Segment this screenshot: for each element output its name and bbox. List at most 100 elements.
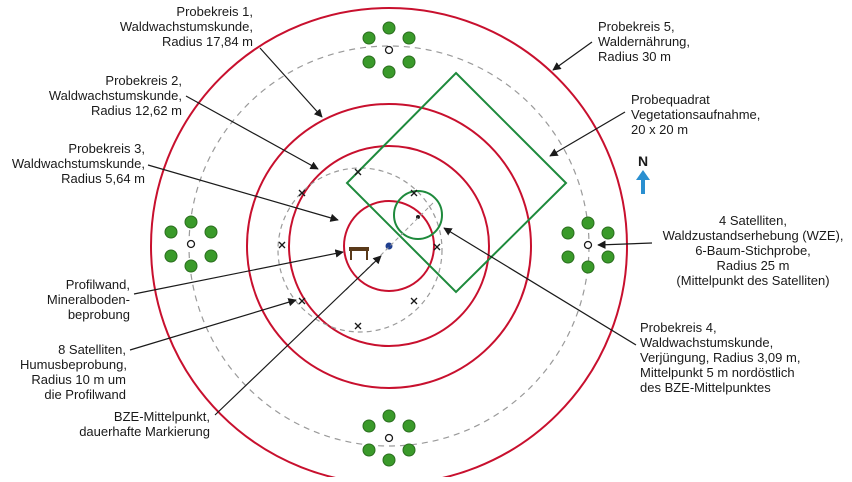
humus-satellite-x <box>354 322 362 330</box>
label-line: Probekreis 5, <box>598 19 675 34</box>
label-line: Waldwachstumskunde, <box>11 156 145 171</box>
leader-probequadrat <box>549 111 626 157</box>
tree-icon <box>362 31 376 45</box>
leader-lines <box>129 41 653 416</box>
humus-satellite-x <box>410 297 418 305</box>
leader-profilwand <box>133 249 344 295</box>
label-line: Radius 17,84 m <box>161 34 253 49</box>
humus-satellite-x <box>354 168 362 176</box>
label-line: Radius 25 m <box>716 258 790 273</box>
label-line: Profilwand, <box>65 277 130 292</box>
label-line: Verjüngung, Radius 3,09 m, <box>640 350 801 365</box>
label-line: 20 x 20 m <box>631 122 689 137</box>
label-line: dauerhafte Markierung <box>79 424 210 439</box>
tree-icon <box>204 249 218 263</box>
label-line: Probekreis 1, <box>176 4 253 19</box>
tree-icon <box>184 259 198 273</box>
humus-satellite-x <box>278 241 286 249</box>
label-line: Radius 5,64 m <box>61 171 145 186</box>
wze-satellite <box>164 215 218 273</box>
tree-icon <box>601 250 615 264</box>
label-line: 4 Satelliten, <box>719 213 787 228</box>
tree-icon <box>382 409 396 423</box>
humus-satellite-x <box>410 189 418 197</box>
leader-probekreis1 <box>259 47 323 118</box>
leader-satelliten4 <box>597 240 653 249</box>
tree-icon <box>164 249 178 263</box>
tree-icon <box>402 443 416 457</box>
humus-satellite-x <box>298 189 306 197</box>
label-line: 6-Baum-Stichprobe, <box>695 243 811 258</box>
tree-icon <box>561 250 575 264</box>
probequadrat-square <box>345 71 568 294</box>
label-probekreis-3: Probekreis 3,Waldwachstumskunde,Radius 5… <box>0 141 145 186</box>
label-humus-satelliten: 8 Satelliten,Humusbeprobung,Radius 10 m … <box>20 342 127 402</box>
label-line: Probequadrat <box>631 92 710 107</box>
label-line: Probekreis 2, <box>105 73 182 88</box>
tree-icon <box>164 225 178 239</box>
tree-icon <box>184 215 198 229</box>
wze-satellite <box>561 216 615 274</box>
north-arrow: N <box>636 153 650 194</box>
probekreis-3-circle <box>343 200 435 292</box>
wze-satellites <box>164 21 615 467</box>
label-line: beprobung <box>67 307 130 322</box>
label-line: BZE-Mittelpunkt, <box>113 409 210 424</box>
tree-icon <box>402 419 416 433</box>
north-label: N <box>638 153 648 169</box>
label-line: (Mittelpunkt des Satelliten) <box>676 273 830 288</box>
label-line: Waldernährung, <box>598 34 691 49</box>
label-line: Radius 30 m <box>598 49 671 64</box>
profilwand-symbol <box>349 247 369 260</box>
tree-icon <box>561 226 575 240</box>
bze-center-marker <box>385 242 393 250</box>
leader-probekreis5 <box>552 41 593 71</box>
label-probekreis-2: Probekreis 2,Waldwachstumskunde,Radius 1… <box>30 73 182 118</box>
tree-icon <box>204 225 218 239</box>
label-line: Mittelpunkt 5 m nordöstlich <box>640 365 795 380</box>
satellite-center <box>384 433 394 443</box>
label-line: Humusbeprobung, <box>20 357 127 372</box>
label-line: Waldzustandserhebung (WZE), <box>662 228 844 243</box>
tree-icon <box>402 55 416 69</box>
leader-bze <box>214 255 382 416</box>
label-probekreis-4: Probekreis 4,Waldwachstumskunde,Verjüngu… <box>640 320 800 395</box>
leader-probekreis4 <box>443 227 637 346</box>
tree-icon <box>382 21 396 35</box>
wze-satellite <box>362 409 416 467</box>
label-line: Mineralboden- <box>46 292 130 307</box>
probekreis-5-circle <box>150 7 628 482</box>
label-profilwand: Profilwand,Mineralboden-beprobung <box>20 277 130 322</box>
tree-icon <box>601 226 615 240</box>
tree-icon <box>382 65 396 79</box>
humus-satellite-markers <box>278 168 441 330</box>
label-wze-satelliten: 4 Satelliten,Waldzustandserhebung (WZE),… <box>655 213 851 288</box>
tree-icon <box>362 419 376 433</box>
tree-icon <box>362 443 376 457</box>
label-probekreis-1: Probekreis 1,Waldwachstumskunde,Radius 1… <box>95 4 253 49</box>
label-line: 8 Satelliten, <box>58 342 126 357</box>
tree-icon <box>382 453 396 467</box>
probekreis-2-circle <box>288 145 490 347</box>
probekreis-4-center <box>416 215 420 219</box>
label-line: Probekreis 3, <box>68 141 145 156</box>
humus-satellite-x <box>433 243 441 251</box>
satellite-center <box>384 45 394 55</box>
wze-satellite <box>362 21 416 79</box>
probekreis-4-circle <box>393 190 443 240</box>
probekreis-1-circle <box>246 103 532 389</box>
leader-probekreis2 <box>185 95 319 170</box>
label-probekreis-5: Probekreis 5,Waldernährung,Radius 30 m <box>598 19 690 64</box>
label-line: die Profilwand <box>44 387 126 402</box>
label-line: Probekreis 4, <box>640 320 717 335</box>
satellite-center <box>583 240 593 250</box>
label-line: des BZE-Mittelpunktes <box>640 380 771 395</box>
humus-satellite-ring <box>277 167 443 333</box>
label-line: Waldwachstumskunde, <box>640 335 774 350</box>
label-line: Radius 10 m um <box>31 372 126 387</box>
label-line: Vegetationsaufnahme, <box>631 107 761 122</box>
label-line: Radius 12,62 m <box>90 103 182 118</box>
